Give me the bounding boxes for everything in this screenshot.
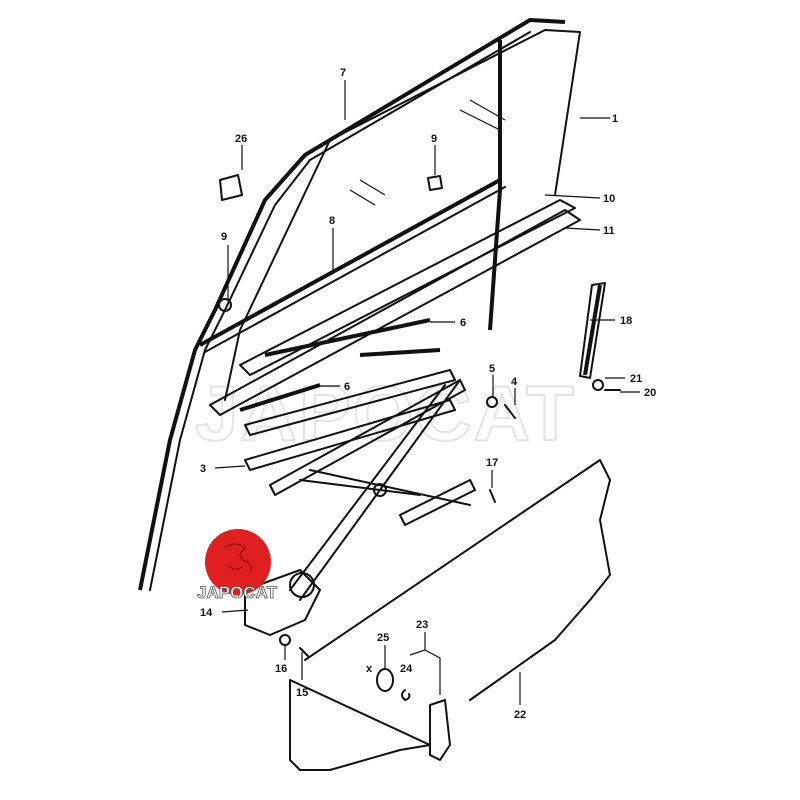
leader-lines [214, 80, 640, 705]
callout-labels: 7 1 26 9 10 11 8 9 6 18 5 4 6 21 20 3 17… [200, 67, 656, 721]
belt-moulding [199, 178, 501, 347]
lift-rail-upper [244, 369, 456, 436]
sash-frame-inner [149, 31, 531, 591]
callout-18: 18 [620, 315, 632, 327]
callout-20: 20 [644, 387, 656, 399]
callout-4: 4 [511, 376, 518, 388]
belt-moulding-edge [204, 186, 506, 353]
logo-text: JAPOCAT [197, 583, 278, 602]
callout-9-upper: 9 [431, 133, 437, 145]
callout-11: 11 [603, 225, 615, 237]
sash-frame-outer [138, 18, 566, 591]
callout-23: 23 [416, 619, 428, 631]
regulator-motor [244, 569, 321, 636]
clip-24 [401, 689, 411, 701]
escutcheon-25 [376, 668, 394, 692]
regulator-arms [289, 379, 471, 601]
logo-emblem-icon [224, 543, 253, 573]
clip-9-lower [218, 298, 232, 312]
window-handle [429, 699, 451, 761]
lift-rail-lower [244, 399, 456, 471]
callout-24: 24 [400, 663, 413, 675]
weatherstrip-inner [209, 209, 581, 416]
glass-reflection [349, 99, 506, 206]
callout-6-lower: 6 [344, 381, 350, 393]
callout-8: 8 [329, 215, 335, 227]
callout-3: 3 [200, 463, 206, 475]
channel-upper [264, 318, 431, 357]
regulator-gear [289, 572, 315, 598]
callout-10: 10 [603, 193, 615, 205]
callout-7: 7 [340, 67, 346, 79]
regulator-slide [399, 479, 476, 526]
channel-lower [239, 383, 321, 412]
channel-mid [359, 348, 441, 357]
guide-rail [583, 284, 602, 376]
callout-22: 22 [514, 709, 526, 721]
bolt-15 [299, 647, 309, 657]
nut-16 [279, 634, 291, 646]
callout-6-upper: 6 [460, 317, 466, 329]
washer-21 [592, 379, 604, 391]
callout-14: 14 [200, 607, 213, 619]
regulator-arm-top [269, 379, 466, 496]
pivot [373, 483, 387, 497]
clip-26 [219, 174, 243, 201]
callout-25: 25 [377, 632, 389, 644]
japocat-logo: JAPOCAT [197, 529, 278, 602]
callout-5: 5 [489, 363, 495, 375]
x-mark: x [366, 663, 373, 675]
callout-15: 15 [296, 687, 308, 699]
callout-9-lower: 9 [221, 231, 227, 243]
logo-red-circle [205, 529, 271, 595]
weatherstrip-outer [239, 199, 576, 376]
callout-1: 1 [612, 113, 618, 125]
nut-5 [486, 396, 498, 408]
guide-rail-edge [579, 282, 606, 379]
bolt-4 [504, 404, 516, 419]
callout-17: 17 [486, 457, 498, 469]
callout-26: 26 [235, 133, 247, 145]
clip-9-upper [427, 175, 443, 191]
bolt-17 [489, 489, 496, 503]
callout-16: 16 [275, 663, 287, 675]
door-trim-panel [289, 459, 611, 771]
callout-21: 21 [630, 373, 642, 385]
